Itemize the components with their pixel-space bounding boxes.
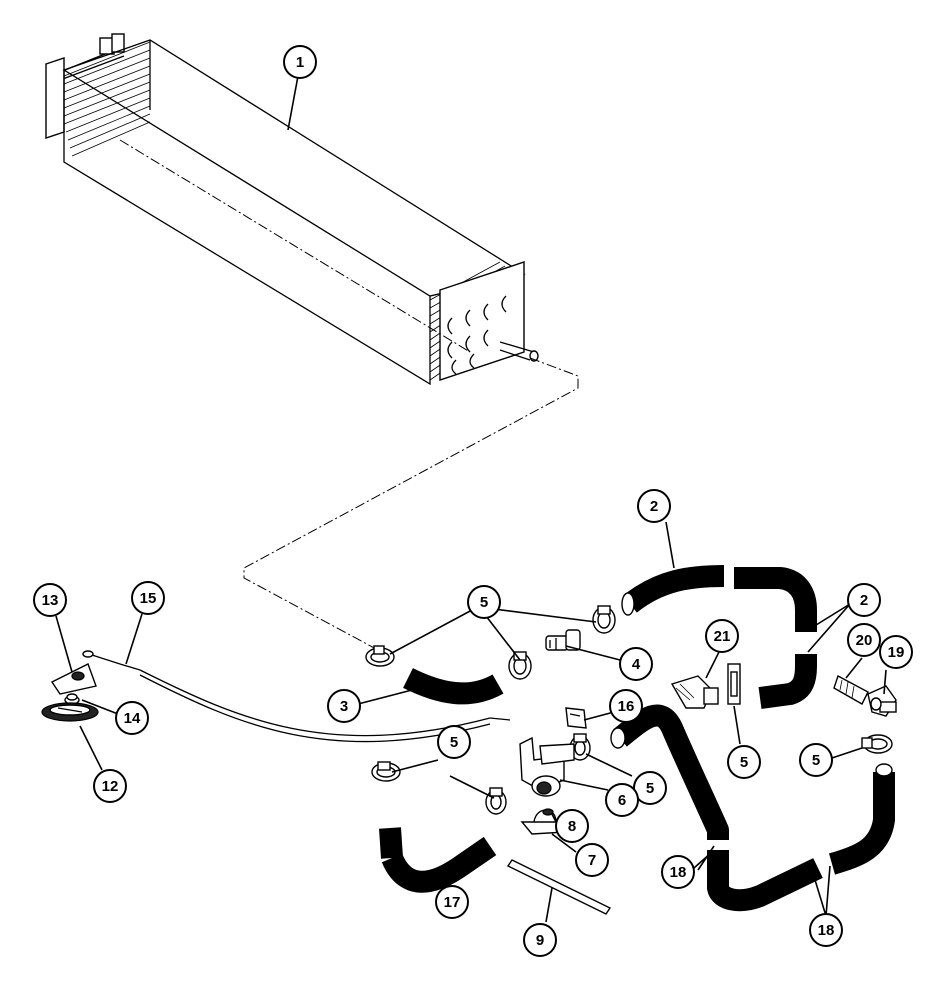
svg-text:13: 13: [42, 592, 59, 609]
control-knob: [41, 702, 99, 722]
hose-clamp: [861, 734, 893, 754]
svg-text:8: 8: [568, 818, 576, 835]
control-cable: [82, 650, 511, 743]
svg-text:12: 12: [102, 778, 119, 795]
callout-17: 17: [435, 885, 469, 919]
hose-clamp: [365, 645, 395, 667]
heater-core: [45, 33, 539, 386]
svg-text:5: 5: [740, 754, 748, 771]
callout-5: 5: [799, 743, 833, 777]
svg-text:5: 5: [646, 780, 654, 797]
callout-2: 2: [637, 489, 671, 523]
svg-text:16: 16: [618, 698, 635, 715]
water-valve: [519, 736, 575, 797]
svg-text:5: 5: [480, 594, 488, 611]
callout-14: 14: [115, 701, 149, 735]
callout-19: 19: [879, 635, 913, 669]
svg-text:4: 4: [632, 656, 641, 673]
callout-4: 4: [619, 647, 653, 681]
routing-line: [119, 139, 579, 651]
hose-short: [403, 668, 504, 705]
svg-text:19: 19: [888, 644, 905, 661]
hose-clamp: [508, 651, 532, 680]
svg-text:2: 2: [860, 592, 868, 609]
svg-text:7: 7: [588, 852, 596, 869]
callout-5: 5: [437, 725, 471, 759]
svg-text:3: 3: [340, 698, 348, 715]
hose-clamp: [592, 605, 616, 634]
callout-12: 12: [93, 769, 127, 803]
hose-connector: [545, 629, 581, 651]
hose-clamp: [727, 663, 741, 705]
hose-s: [610, 704, 895, 912]
nipple-fitting: [833, 674, 869, 705]
callout-20: 20: [847, 623, 881, 657]
hose-clamp: [371, 761, 401, 782]
svg-text:5: 5: [812, 752, 820, 769]
callout-21: 21: [705, 619, 739, 653]
callout-18: 18: [809, 913, 843, 947]
hose-elbow: [379, 827, 497, 893]
svg-text:18: 18: [670, 864, 687, 881]
svg-text:9: 9: [536, 932, 544, 949]
leader-lines: [55, 75, 887, 923]
svg-text:21: 21: [714, 628, 731, 645]
callout-5: 5: [727, 745, 761, 779]
cable-tie: [506, 859, 612, 915]
valve-screw: [542, 808, 554, 816]
callout-13: 13: [33, 583, 67, 617]
hose-clamp: [485, 787, 507, 815]
svg-text:14: 14: [124, 710, 141, 727]
callout-8: 8: [555, 809, 589, 843]
svg-text:6: 6: [618, 792, 626, 809]
callout-6: 6: [605, 783, 639, 817]
svg-text:17: 17: [444, 894, 461, 911]
control-nut: [64, 693, 80, 705]
svg-text:1: 1: [296, 54, 304, 71]
callout-2: 2: [847, 583, 881, 617]
svg-text:2: 2: [650, 498, 658, 515]
svg-text:18: 18: [818, 922, 835, 939]
svg-text:5: 5: [450, 734, 458, 751]
valve-bracket: [565, 707, 587, 729]
elbow-fitting: [670, 675, 719, 709]
callout-7: 7: [575, 843, 609, 877]
callout-1: 1: [283, 45, 317, 79]
shutoff-valve: [867, 685, 897, 717]
callout-9: 9: [523, 923, 557, 957]
callout-18: 18: [661, 855, 695, 889]
hose-upper: [621, 565, 817, 709]
svg-text:20: 20: [856, 632, 873, 649]
callout-3: 3: [327, 689, 361, 723]
callout-16: 16: [609, 689, 643, 723]
callout-15: 15: [131, 581, 165, 615]
control-knob-bracket: [50, 663, 97, 695]
svg-text:15: 15: [140, 590, 157, 607]
callout-5: 5: [467, 585, 501, 619]
